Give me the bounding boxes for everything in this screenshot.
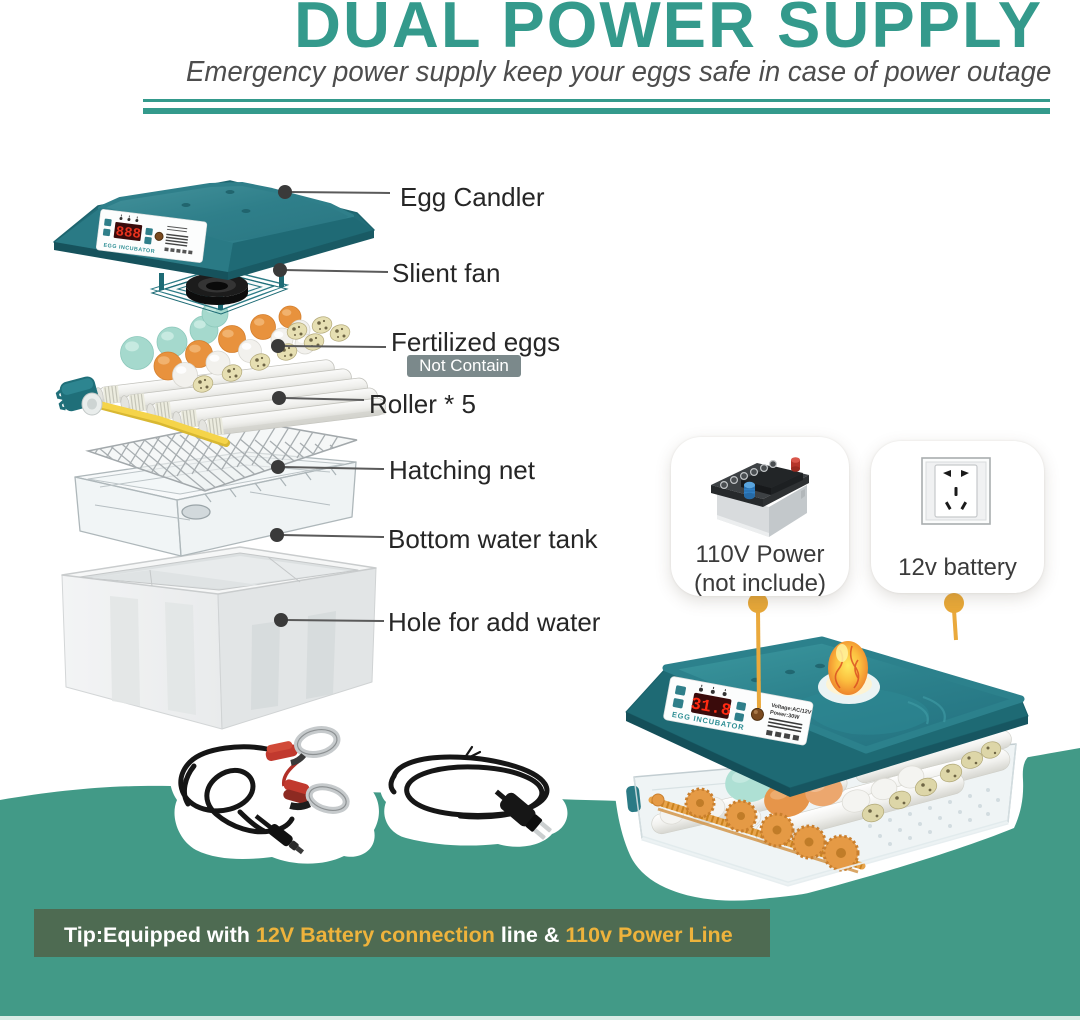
svg-text:888: 888 [115, 224, 142, 243]
svg-text:Power:30W: Power:30W [769, 710, 800, 721]
